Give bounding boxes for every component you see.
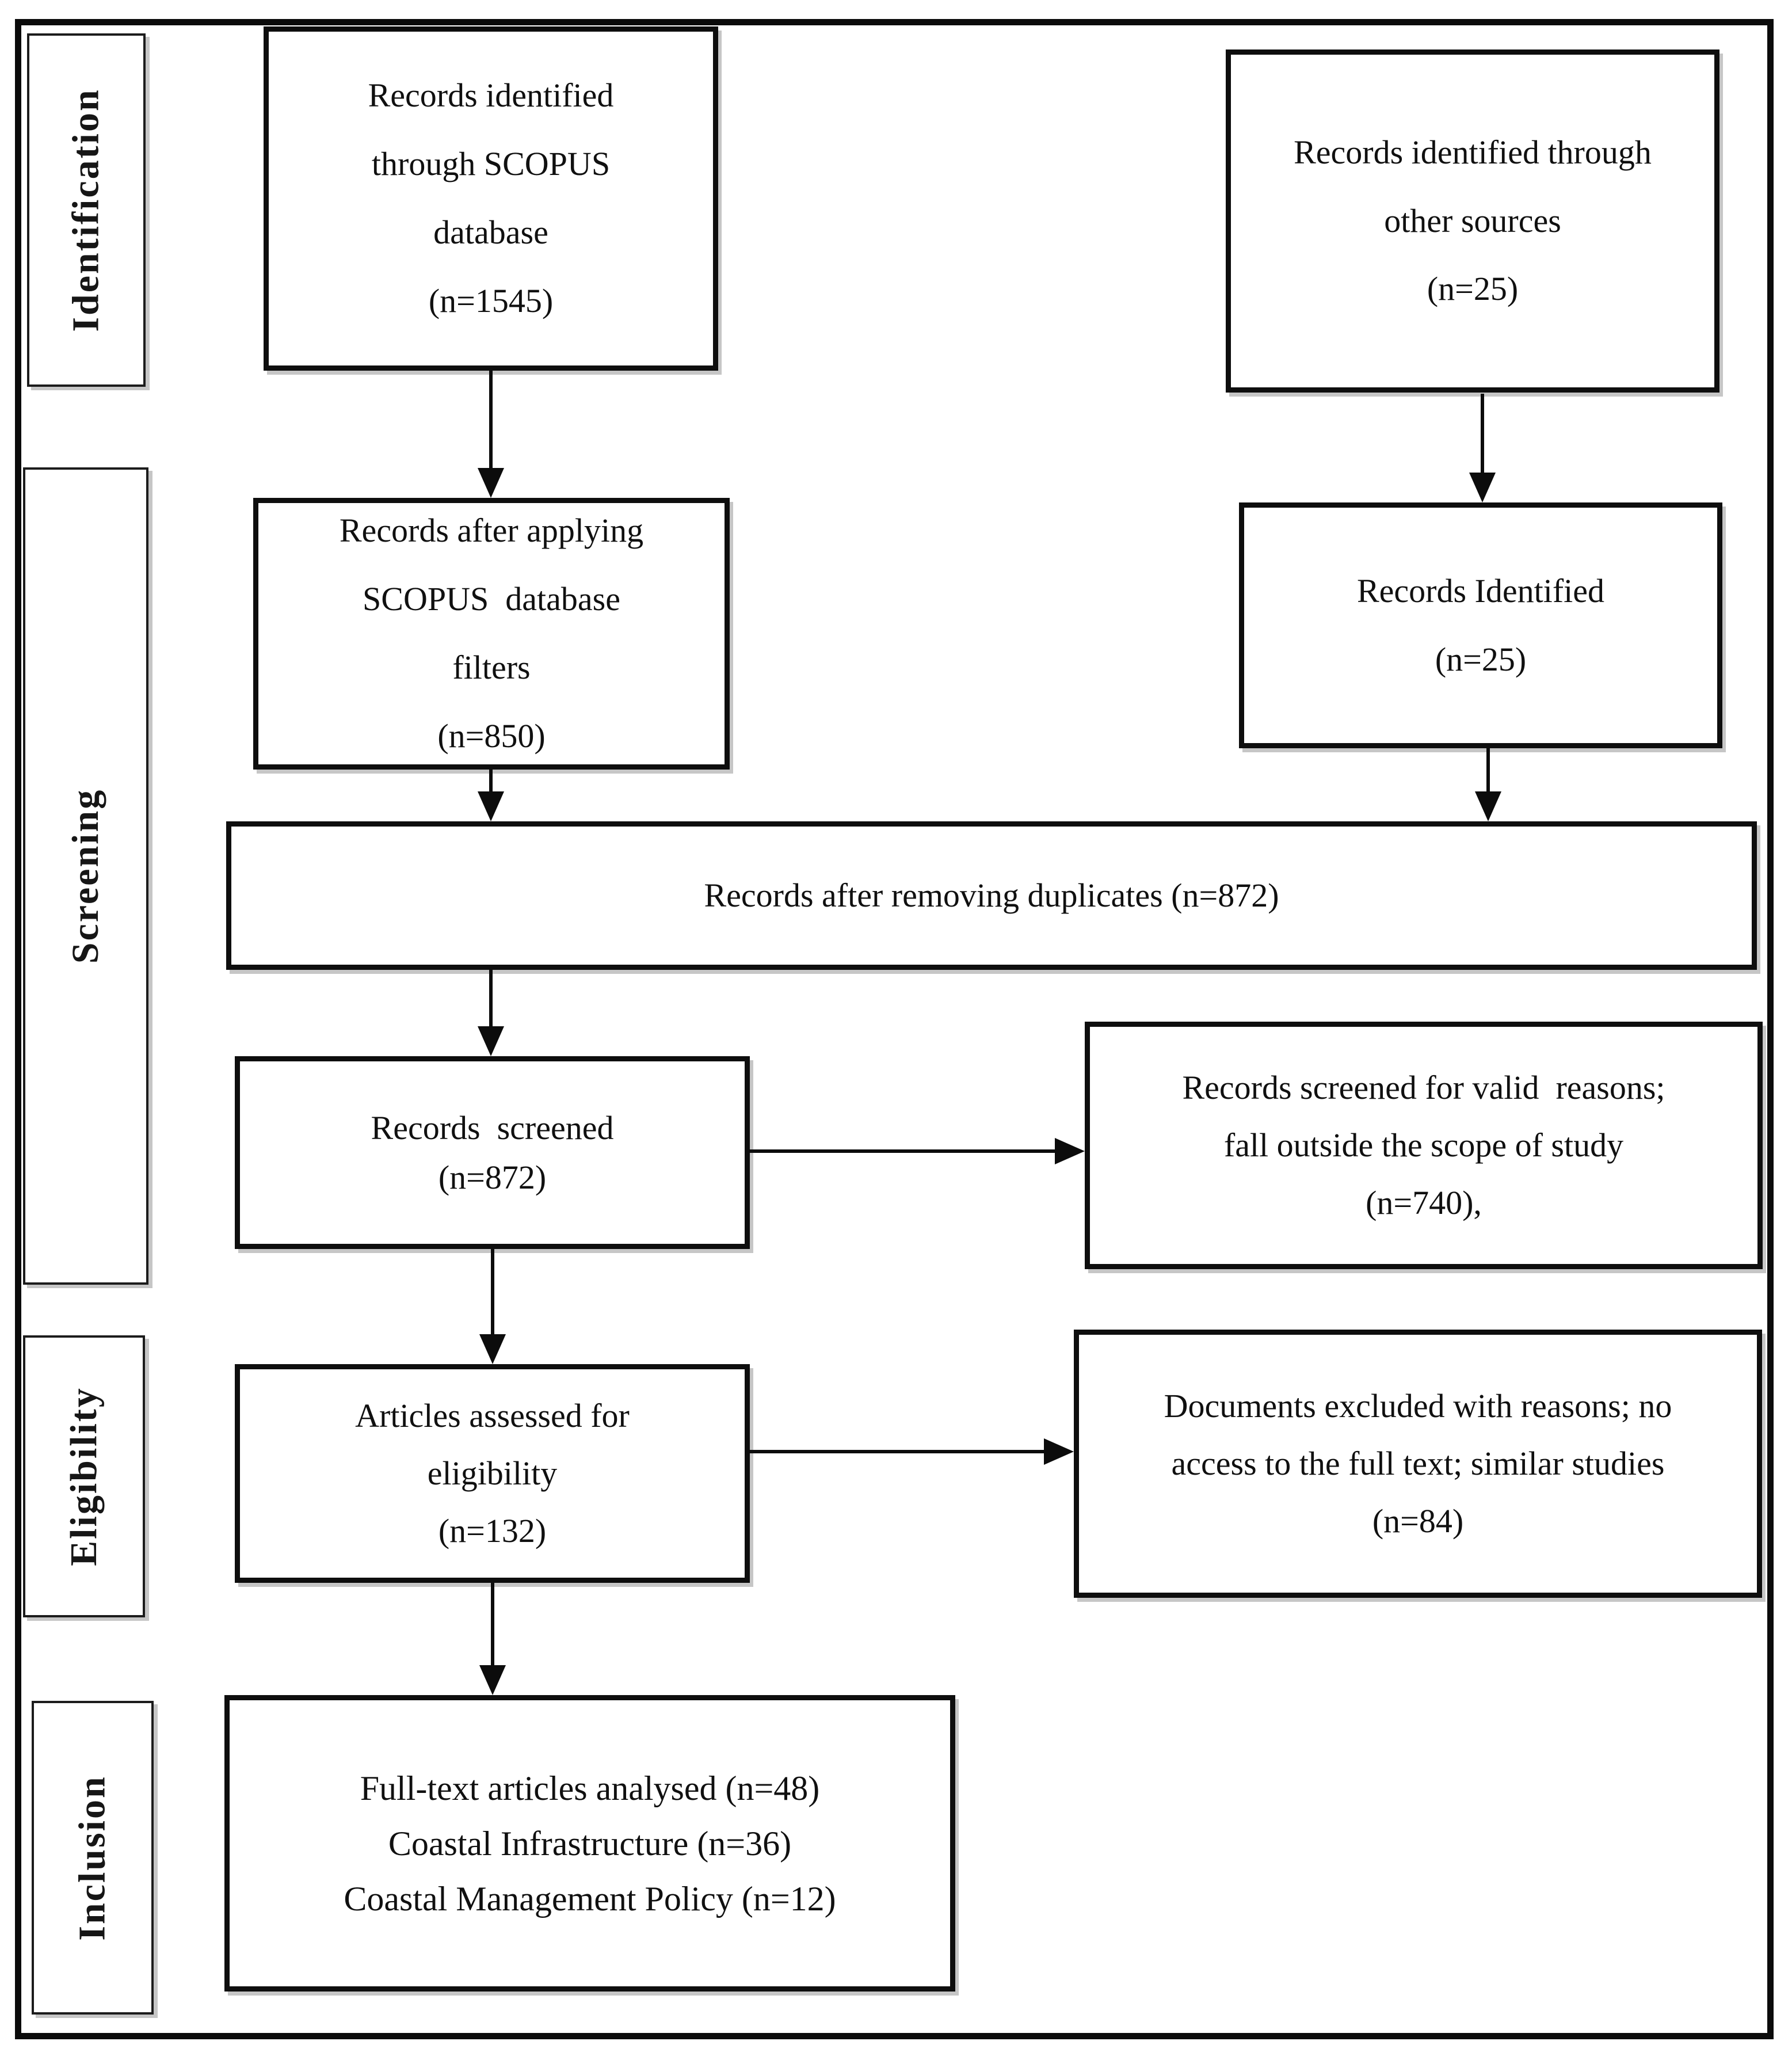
box-records-identified: Records Identified (n=25) <box>1239 502 1722 748</box>
arrowhead-right-icon <box>1055 1138 1085 1164</box>
box-records-screened-excluded-line: Records screened for valid reasons; <box>1182 1069 1665 1107</box>
arrow-filters-to-duplicates <box>478 770 504 821</box>
box-documents-excluded-line: access to the full text; similar studies <box>1171 1445 1665 1483</box>
diagram-border <box>15 19 1774 2039</box>
stage-label-screening: Screening <box>23 467 148 1285</box>
stage-label-eligibility-text: Eligibility <box>63 1387 105 1566</box>
stage-label-eligibility: Eligibility <box>23 1335 145 1617</box>
box-documents-excluded: Documents excluded with reasons; no acce… <box>1074 1330 1762 1598</box>
box-fulltext-analysed-line: Coastal Infrastructure (n=36) <box>388 1824 792 1863</box>
box-duplicates-removed-line: Records after removing duplicates (n=872… <box>704 877 1279 915</box>
box-fulltext-analysed-line: Full-text articles analysed (n=48) <box>360 1769 820 1807</box>
arrow-assessed-to-fulltext <box>479 1583 506 1695</box>
box-duplicates-removed: Records after removing duplicates (n=872… <box>226 821 1757 970</box>
arrow-assessed-to-excluded <box>749 1438 1074 1465</box>
box-records-after-filters-line: (n=850) <box>437 717 546 755</box>
arrowhead-down-icon <box>1469 473 1496 502</box>
box-records-other-sources-line: other sources <box>1384 201 1561 239</box>
box-records-after-filters-line: Records after applying <box>339 512 644 550</box>
box-records-screened: Records screened (n=872) <box>235 1056 750 1249</box>
box-records-screened-line: Records screened <box>371 1109 614 1147</box>
stage-label-identification-text: Identification <box>65 88 107 332</box>
box-records-identified-line: (n=25) <box>1435 640 1527 678</box>
arrow-identified-to-duplicates <box>1475 748 1501 821</box>
box-records-scopus-line: through SCOPUS <box>371 145 611 183</box>
box-records-other-sources: Records identified through other sources… <box>1226 49 1719 393</box>
arrowhead-right-icon <box>1044 1438 1074 1465</box>
box-records-other-sources-line: Records identified through <box>1294 133 1652 171</box>
box-articles-assessed: Articles assessed for eligibility (n=132… <box>235 1364 750 1583</box>
arrow-duplicates-to-screened <box>478 970 504 1056</box>
stage-label-inclusion-text: Inclusion <box>71 1775 113 1941</box>
stage-label-inclusion: Inclusion <box>32 1701 154 2015</box>
box-records-screened-excluded-line: fall outside the scope of study <box>1223 1126 1624 1164</box>
box-fulltext-analysed-line: Coastal Management Policy (n=12) <box>344 1879 836 1918</box>
arrow-shaft <box>749 1450 1044 1453</box>
box-records-identified-line: Records Identified <box>1356 572 1604 610</box>
box-records-after-filters: Records after applying SCOPUS database f… <box>253 498 730 770</box>
box-records-scopus-line: (n=1545) <box>428 281 554 319</box>
box-records-scopus: Records identified through SCOPUS databa… <box>264 26 718 371</box>
arrow-shaft <box>491 1583 494 1665</box>
box-documents-excluded-line: Documents excluded with reasons; no <box>1164 1387 1672 1425</box>
arrow-shaft <box>1481 394 1484 473</box>
box-records-after-filters-line: SCOPUS database <box>363 580 620 618</box>
arrowhead-down-icon <box>1475 791 1501 821</box>
arrow-shaft <box>491 1249 494 1334</box>
box-articles-assessed-line: Articles assessed for <box>355 1397 630 1435</box>
box-articles-assessed-line: (n=132) <box>438 1511 547 1549</box>
arrow-shaft <box>489 770 493 791</box>
box-records-scopus-line: database <box>433 214 548 251</box>
arrowhead-down-icon <box>478 468 504 498</box>
box-records-screened-excluded-line: (n=740), <box>1366 1183 1482 1221</box>
stage-label-identification: Identification <box>27 33 146 387</box>
box-records-other-sources-line: (n=25) <box>1427 270 1519 308</box>
arrow-shaft <box>489 371 493 468</box>
arrowhead-down-icon <box>478 791 504 821</box>
box-records-screened-excluded: Records screened for valid reasons; fall… <box>1085 1022 1763 1269</box>
stage-label-screening-text: Screening <box>64 788 107 964</box>
arrow-shaft <box>1486 748 1490 791</box>
box-documents-excluded-line: (n=84) <box>1372 1502 1464 1540</box>
box-articles-assessed-line: eligibility <box>427 1454 558 1492</box>
arrow-screened-to-excluded <box>749 1138 1085 1164</box>
arrow-other-to-identified <box>1469 394 1496 502</box>
arrow-shaft <box>489 970 493 1026</box>
arrowhead-down-icon <box>478 1026 504 1056</box>
arrow-shaft <box>749 1149 1055 1153</box>
box-records-after-filters-line: filters <box>452 649 531 686</box>
arrowhead-down-icon <box>479 1665 506 1695</box>
box-fulltext-analysed: Full-text articles analysed (n=48) Coast… <box>224 1695 955 1992</box>
box-records-scopus-line: Records identified <box>368 77 614 115</box>
arrowhead-down-icon <box>479 1334 506 1364</box>
arrow-screened-to-assessed <box>479 1249 506 1364</box>
arrow-scopus-to-filters <box>478 371 504 498</box>
box-records-screened-line: (n=872) <box>438 1158 547 1196</box>
